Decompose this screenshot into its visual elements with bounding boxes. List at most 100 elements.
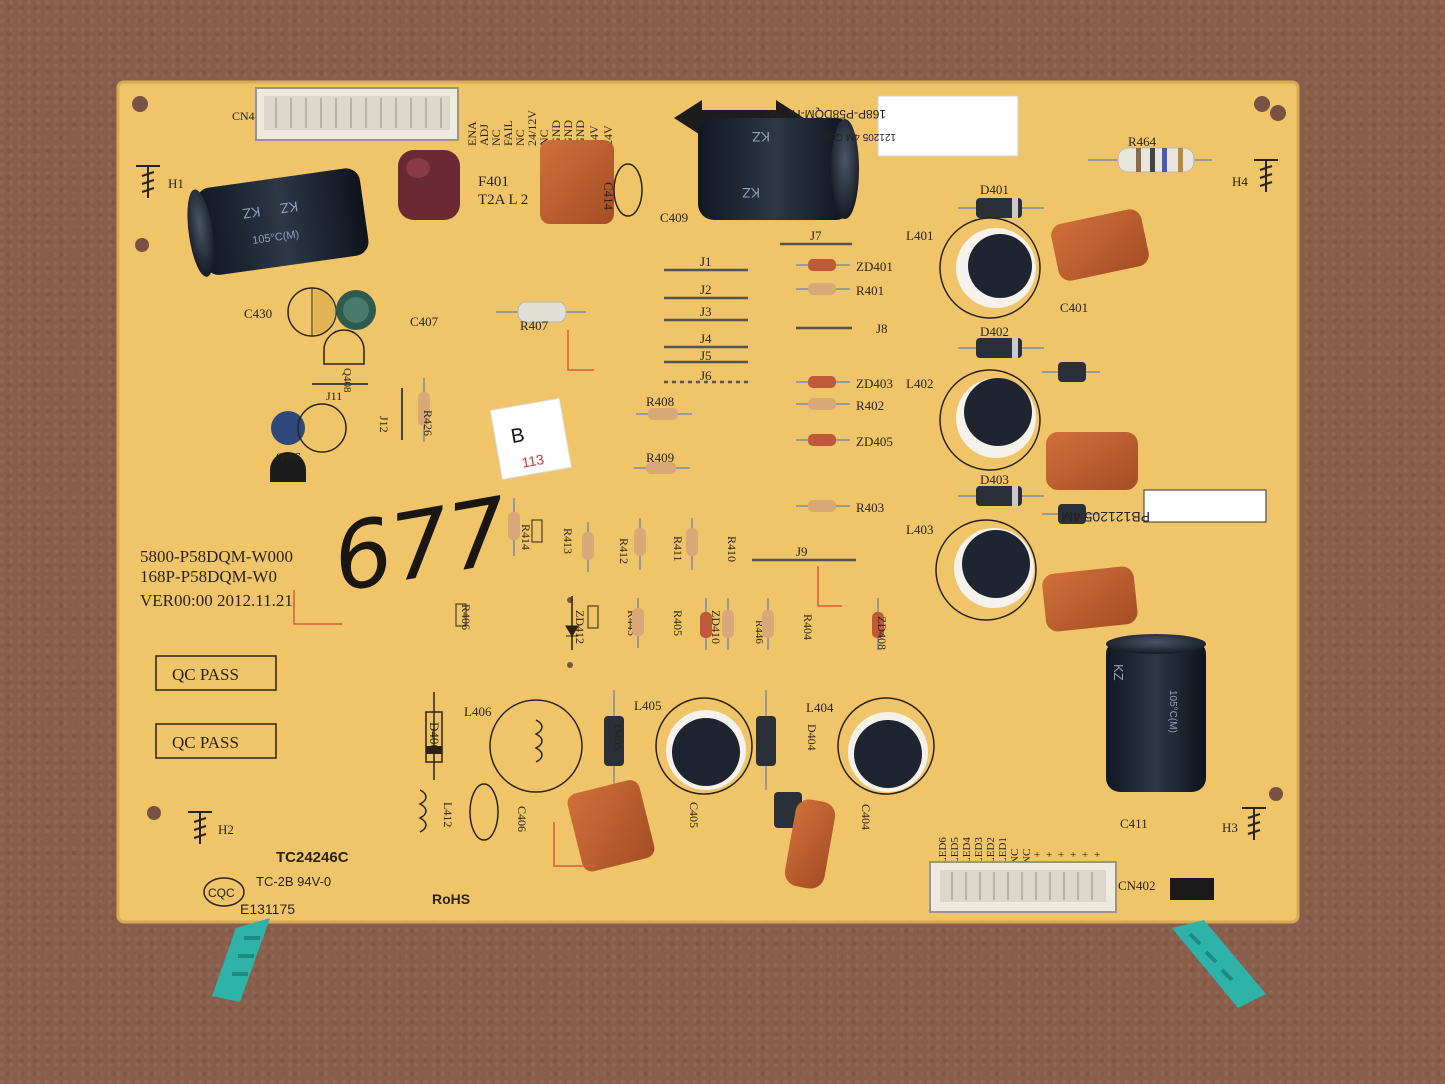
label-r406: R406 bbox=[459, 604, 473, 630]
label-c430: C430 bbox=[244, 306, 272, 321]
silkscreen-label: 105°C(M) bbox=[1167, 690, 1178, 733]
pin-label: NC bbox=[489, 129, 503, 146]
film-capacitor bbox=[1046, 432, 1138, 490]
silkscreen-label: + bbox=[1094, 849, 1100, 861]
resistor-r408 bbox=[636, 408, 692, 420]
transistor-q408 bbox=[323, 329, 365, 365]
silkscreen-label: NC bbox=[1009, 849, 1021, 864]
label-j2: J2 bbox=[700, 282, 712, 297]
label-zd408: ZD408 bbox=[875, 616, 889, 650]
resistor-r411 bbox=[634, 518, 646, 570]
label-h2: H2 bbox=[218, 822, 234, 837]
mounting-hole bbox=[1254, 96, 1270, 112]
mounting-hole bbox=[567, 662, 573, 668]
label-j8: J8 bbox=[876, 321, 888, 336]
label-t2a: T2A L 2 bbox=[478, 192, 528, 208]
inductor-l404 bbox=[837, 697, 935, 795]
part-number-2: 168P-P58DQM-W0 bbox=[140, 567, 277, 586]
silkscreen-label: B bbox=[509, 424, 526, 448]
label-d406: D406 bbox=[427, 722, 442, 751]
label-d403: D403 bbox=[980, 472, 1009, 487]
label-r412: R412 bbox=[617, 538, 631, 564]
mounting-hole bbox=[132, 96, 148, 112]
label-c407: C407 bbox=[410, 314, 439, 329]
cert-text-2: E131175 bbox=[240, 901, 295, 917]
label-l401: L401 bbox=[906, 228, 933, 243]
diode-d406 bbox=[425, 692, 443, 780]
label-c411: C411 bbox=[1120, 816, 1148, 831]
model-number: TC24246C bbox=[276, 849, 349, 866]
capacitor-c430 bbox=[287, 287, 337, 337]
label-l403: L403 bbox=[906, 522, 933, 537]
label-zd410: ZD410 bbox=[709, 610, 723, 644]
label-cn402: CN402 bbox=[1118, 878, 1156, 893]
label-j12: J12 bbox=[377, 416, 391, 433]
small-diode bbox=[1042, 362, 1100, 382]
silkscreen-label: LED2 bbox=[985, 837, 997, 864]
silkscreen-label: PB121205 4M bbox=[1061, 509, 1150, 525]
silkscreen-label: KZ bbox=[752, 129, 770, 145]
label-r402: R402 bbox=[856, 398, 884, 413]
label-zd401: ZD401 bbox=[856, 259, 893, 274]
inductor-l406 bbox=[489, 699, 583, 793]
inductor-l402 bbox=[939, 369, 1041, 471]
label-r426: R426 bbox=[421, 410, 435, 436]
fuse-f401 bbox=[398, 150, 460, 220]
resistor-r414 bbox=[508, 498, 520, 556]
silkscreen-label: QC PASS bbox=[172, 733, 239, 752]
pin-label: NC bbox=[513, 129, 527, 146]
resistor-r412 bbox=[582, 522, 594, 572]
silkscreen-label: LED4 bbox=[961, 837, 973, 864]
resistor-r446 bbox=[722, 598, 734, 650]
silkscreen-label: KZ bbox=[742, 185, 760, 201]
label-f401: F401 bbox=[478, 174, 509, 190]
label-c404: C404 bbox=[859, 804, 873, 830]
label-cn4: CN4 bbox=[232, 109, 255, 123]
pin-label: GND bbox=[549, 120, 563, 146]
screw-symbol-h2 bbox=[188, 811, 212, 844]
diode-d403 bbox=[958, 486, 1044, 506]
label-j7: J7 bbox=[810, 228, 822, 243]
film-capacitor-c401 bbox=[1051, 209, 1149, 281]
silkscreen-label: LED6 bbox=[937, 837, 949, 864]
silkscreen-label: + bbox=[1082, 849, 1088, 861]
label-j5: J5 bbox=[700, 348, 712, 363]
inductor-l403 bbox=[935, 519, 1037, 621]
resistor-r405 bbox=[632, 598, 644, 648]
film-capacitor-c404 bbox=[784, 799, 836, 889]
label-j6: J6 bbox=[700, 368, 712, 383]
inductor-l401 bbox=[939, 217, 1041, 319]
label-j9: J9 bbox=[796, 544, 808, 559]
cert-text-1: TC-2B 94V-0 bbox=[256, 874, 331, 889]
label-c414: C414 bbox=[601, 182, 616, 211]
label-r403: R403 bbox=[856, 500, 884, 515]
silkscreen-label: LED5 bbox=[949, 837, 961, 864]
label-c401: C401 bbox=[1060, 300, 1088, 315]
label-d404: D404 bbox=[805, 724, 819, 751]
pin-label: GND bbox=[573, 120, 587, 146]
silkscreen-label: KZ bbox=[279, 198, 299, 216]
silkscreen-label: NC bbox=[1021, 849, 1033, 864]
silkscreen-label: + bbox=[1046, 849, 1052, 861]
label-r405: R405 bbox=[671, 610, 685, 636]
screw-symbol-h1 bbox=[136, 165, 160, 198]
label-r409: R409 bbox=[646, 450, 674, 465]
label-l402: L402 bbox=[906, 376, 933, 391]
label-j11: J11 bbox=[326, 389, 342, 403]
resistor-r410 bbox=[686, 518, 698, 570]
zener-zd403 bbox=[796, 376, 850, 388]
label-q407: Q407 bbox=[276, 451, 301, 463]
sticker-right: PB121205 4M bbox=[1061, 489, 1267, 525]
label-l405: L405 bbox=[634, 698, 661, 713]
screw-symbol-h3 bbox=[1242, 807, 1266, 840]
qc-pass-box-2: QC PASS bbox=[155, 723, 277, 759]
screw-symbol-h4 bbox=[1254, 159, 1278, 192]
silkscreen-label: 121205 4M CBU bbox=[822, 131, 896, 142]
pin-label: GND bbox=[561, 120, 575, 146]
label-l406: L406 bbox=[464, 704, 492, 719]
label-r401: R401 bbox=[856, 283, 884, 298]
diode-d402 bbox=[958, 338, 1044, 358]
tag-sticker: B 113 bbox=[489, 397, 572, 480]
label-q408: Q408 bbox=[341, 368, 353, 393]
